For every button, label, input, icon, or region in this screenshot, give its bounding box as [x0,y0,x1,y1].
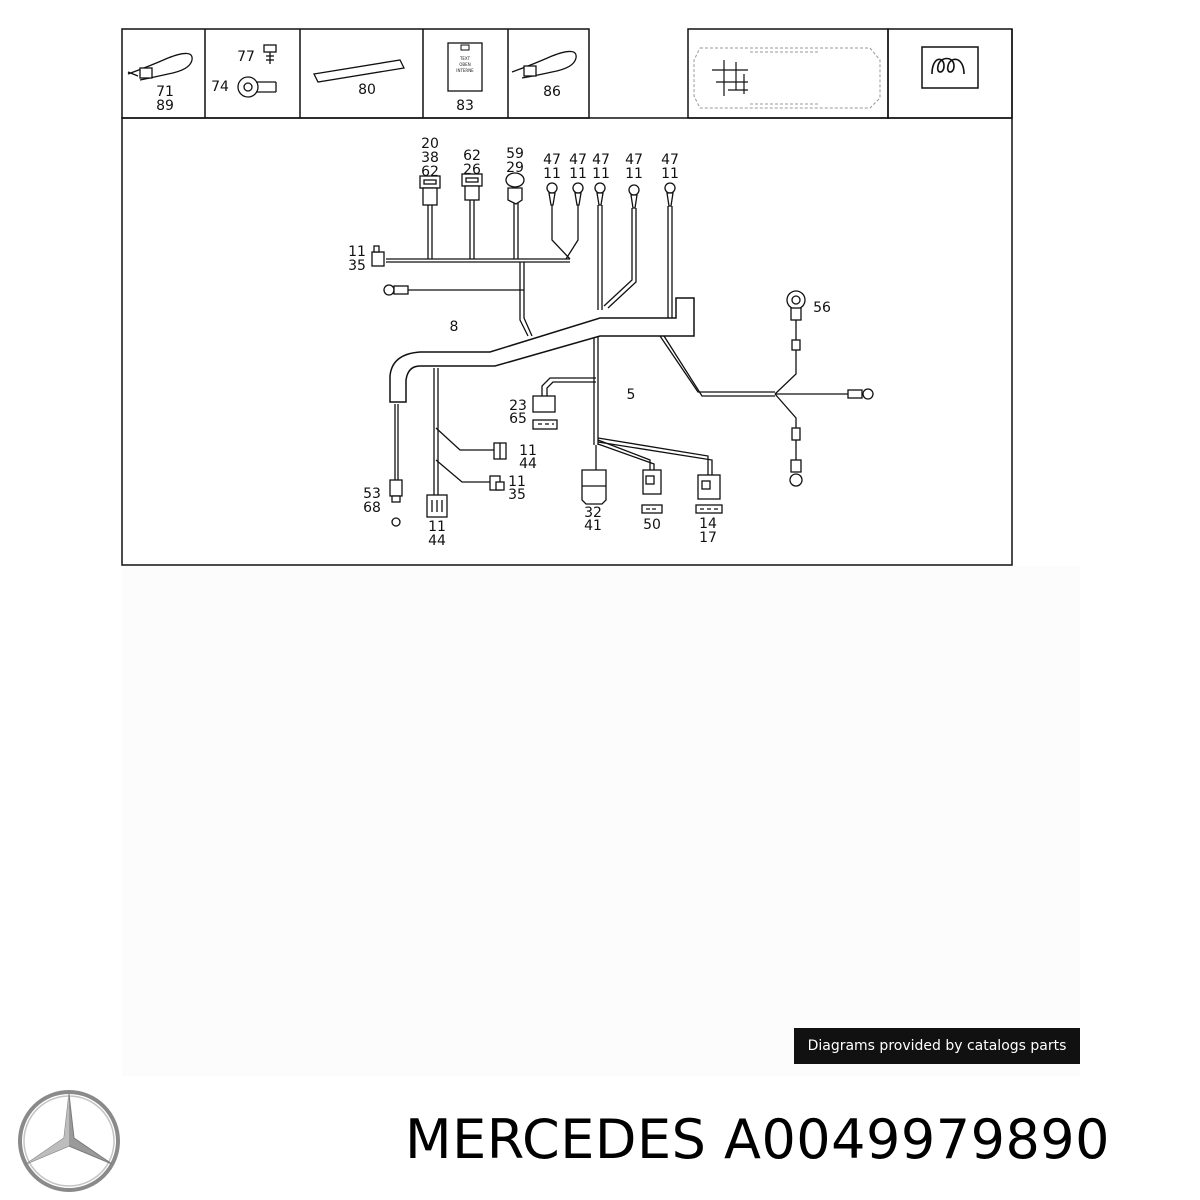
callout-53: 53 [363,486,381,502]
terminal-top-e [664,182,676,207]
callout-8: 8 [450,319,459,335]
callout-80: 80 [358,82,376,98]
wiring-harness [386,200,850,495]
label-tag-icon: TEXT OBEN INTERNE [447,42,483,92]
coil-symbol-cell [887,28,1013,119]
callout-44-bottom: 44 [428,533,446,549]
vehicle-harness-icon [712,60,748,96]
connector-top-2 [461,173,483,201]
connector-11-35-mid [489,475,505,491]
callout-32: 32 [584,505,602,521]
callout-23: 23 [509,398,527,414]
connector-top-1 [419,175,441,206]
callout-20: 20 [421,136,439,152]
tape-strip-icon [313,59,405,83]
callout-11-left: 11 [348,244,366,260]
callout-68: 68 [363,500,381,516]
connector-11-44-mid [493,442,507,460]
callout-14: 14 [699,516,717,532]
terminal-top-a [546,182,558,206]
callout-11-a: 11 [543,166,561,182]
legend-strip [121,28,1013,119]
mercedes-star-logo-icon [18,1090,120,1192]
connector-14-17 [695,474,723,514]
connector-23-65 [532,395,558,430]
part-number-title: MERCEDES A0049979890 [405,1108,1111,1171]
callout-11-mid: 11 [519,443,537,459]
callout-44-mid: 44 [519,456,537,472]
connector-32-41 [581,469,607,505]
terminal-top-b [572,182,584,206]
callout-29: 29 [506,160,524,176]
coil-icon [921,46,979,89]
callout-35-mid: 35 [508,487,526,503]
connector-53-68 [389,479,403,527]
svg-text:INTERNE: INTERNE [456,68,474,73]
callout-17: 17 [699,530,717,546]
vehicle-thumbnail-cell [687,28,889,119]
callout-86: 86 [543,84,561,100]
callout-35-left: 35 [348,258,366,274]
terminal-top-c [594,182,606,206]
svg-text:TEXT: TEXT [459,56,471,61]
callout-11-c: 11 [592,166,610,182]
callout-38: 38 [421,150,439,166]
callout-71: 71 [156,84,174,100]
callout-65: 65 [509,411,527,427]
main-sleeve [389,297,695,403]
callout-74: 74 [211,79,229,95]
ring-terminal-left [383,284,409,296]
callout-47-d: 47 [625,152,643,168]
terminal-top-d [628,184,640,209]
callout-11-mid2: 11 [508,474,526,490]
ring-terminal-bottom-right [789,427,803,487]
callout-62: 62 [421,164,439,180]
connector-50 [641,469,663,514]
cable-tie-2-icon [511,50,577,79]
callout-50: 50 [643,517,661,533]
vehicle-outline-icon [693,47,881,109]
connector-11-44-bottom [426,494,448,518]
connector-56 [786,290,806,351]
connector-top-3 [505,172,525,205]
callout-11-b: 11 [569,166,587,182]
callout-5: 5 [627,387,636,403]
clip-screw-icon [237,44,277,98]
connector-left-11-35 [371,245,385,267]
callout-56: 56 [813,300,831,316]
callout-47-a: 47 [543,152,561,168]
callout-62b: 62 [463,148,481,164]
callout-47-e: 47 [661,152,679,168]
callout-11-bottom: 11 [428,519,446,535]
callout-labels: 20 38 62 62 26 59 29 47 11 47 11 47 11 4… [348,136,831,549]
callout-59: 59 [506,146,524,162]
callout-11-e: 11 [661,166,679,182]
callout-83: 83 [456,98,474,114]
callout-41: 41 [584,518,602,534]
callout-47-c: 47 [592,152,610,168]
callout-77: 77 [237,49,255,65]
callout-47-b: 47 [569,152,587,168]
callout-26: 26 [463,162,481,178]
callout-11-d: 11 [625,166,643,182]
ring-terminal-right [847,388,874,400]
svg-text:OBEN: OBEN [459,62,470,67]
diagram-backdrop [122,566,1080,1076]
callout-89: 89 [156,98,174,114]
cable-tie-icon [127,52,193,81]
diagram-credit-banner: Diagrams provided by catalogs parts [794,1028,1080,1064]
